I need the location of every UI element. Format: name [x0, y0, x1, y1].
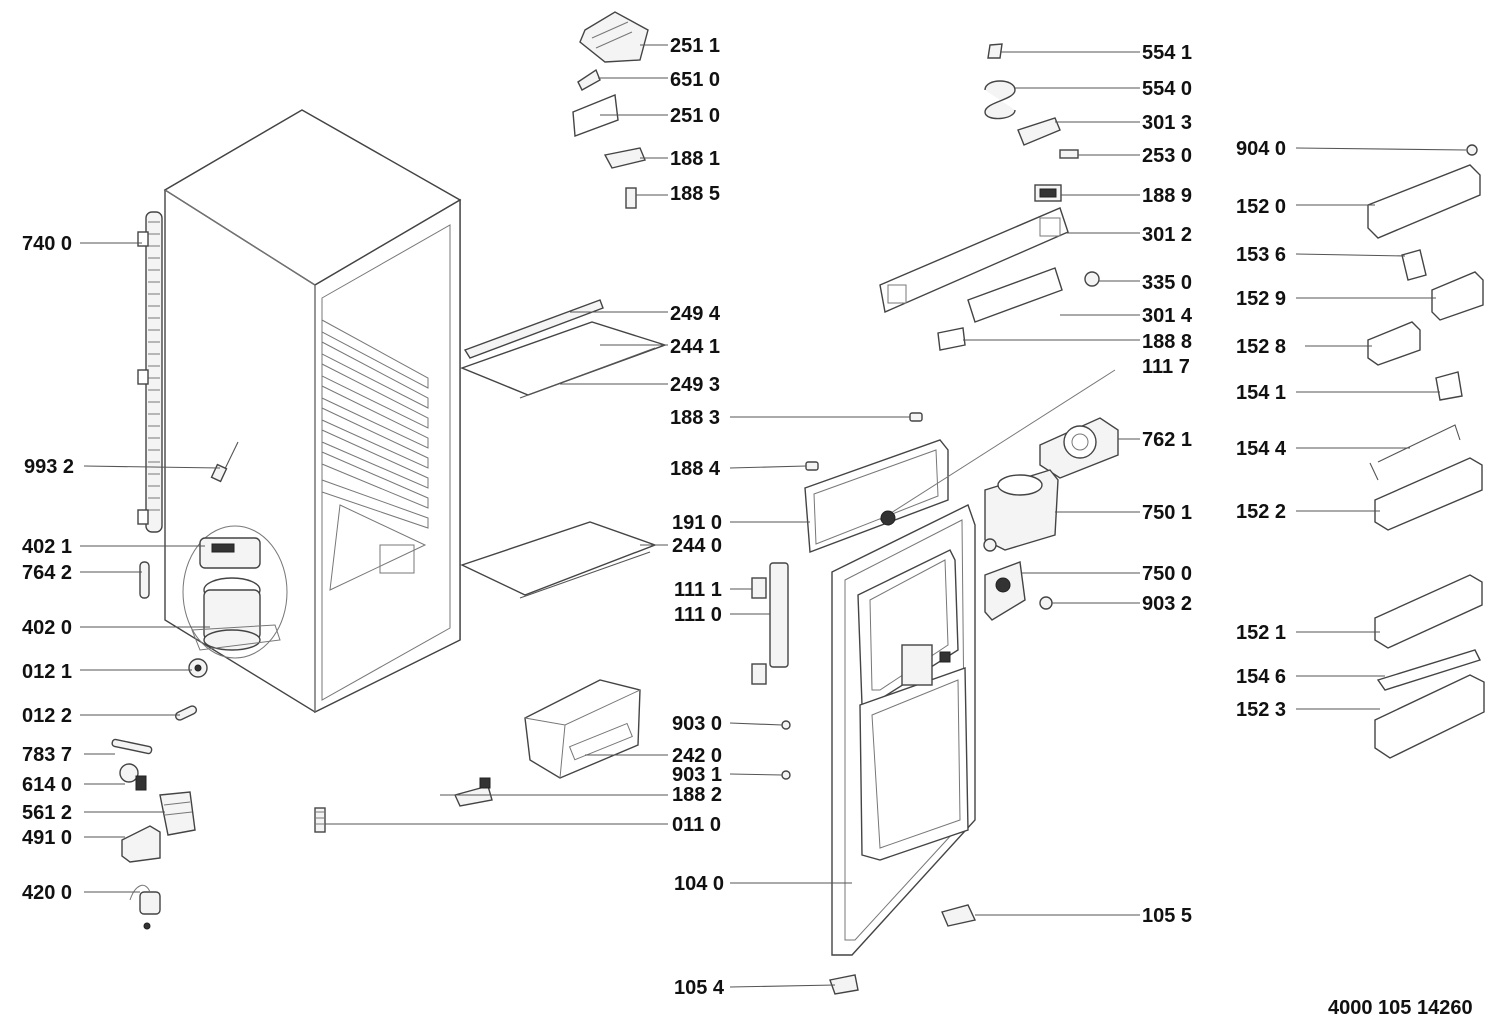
label-301-4: 301 4 — [1142, 305, 1193, 327]
thermostat-capillary — [210, 441, 239, 483]
label-301-2: 301 2 — [1142, 224, 1192, 246]
label-491-0: 491 0 — [22, 827, 72, 849]
label-764-2: 764 2 — [22, 562, 72, 584]
label-012-2: 012 2 — [22, 705, 72, 727]
label-188-1: 188 1 — [670, 148, 720, 170]
label-903-1: 903 1 — [672, 764, 722, 786]
label-561-2: 561 2 — [22, 802, 72, 824]
label-251-1: 251 1 — [670, 35, 720, 57]
label-111-7: 111 7 — [1142, 356, 1190, 378]
label-152-8: 152 8 — [1236, 336, 1286, 358]
label-993-2: 993 2 — [24, 456, 74, 478]
label-554-0: 554 0 — [1142, 78, 1192, 100]
label-783-7: 783 7 — [22, 744, 72, 766]
label-188-4: 188 4 — [670, 458, 721, 480]
label-335-0: 335 0 — [1142, 272, 1192, 294]
label-903-0: 903 0 — [672, 713, 722, 735]
label-153-6: 153 6 — [1236, 244, 1286, 266]
door-hinges — [829, 904, 977, 995]
label-750-1: 750 1 — [1142, 502, 1192, 524]
label-554-1: 554 1 — [1142, 42, 1192, 64]
label-188-8: 188 8 — [1142, 331, 1192, 353]
label-762-1: 762 1 — [1142, 429, 1192, 451]
label-903-2: 903 2 — [1142, 593, 1192, 615]
label-152-9: 152 9 — [1236, 288, 1286, 310]
label-105-5: 105 5 — [1142, 905, 1192, 927]
label-154-1: 154 1 — [1236, 382, 1286, 404]
label-012-1: 012 1 — [22, 661, 72, 683]
refrigerator-door — [831, 504, 976, 956]
label-188-3: 188 3 — [670, 407, 720, 429]
label-154-6: 154 6 — [1236, 666, 1286, 688]
label-152-0: 152 0 — [1236, 196, 1286, 218]
label-402-0: 402 0 — [22, 617, 72, 639]
part-labels: 251 1 651 0 251 0 188 1 188 5 554 1 554 … — [22, 35, 1287, 999]
label-188-9: 188 9 — [1142, 185, 1192, 207]
label-402-1: 402 1 — [22, 536, 72, 558]
label-249-3: 249 3 — [670, 374, 720, 396]
control-panel-parts — [572, 11, 1100, 351]
door-bins — [1367, 144, 1485, 759]
label-191-0: 191 0 — [672, 512, 722, 534]
label-105-4: 105 4 — [674, 977, 725, 999]
label-152-2: 152 2 — [1236, 501, 1286, 523]
glass-shelves — [460, 299, 668, 599]
label-154-4: 154 4 — [1236, 438, 1287, 460]
door-gasket — [804, 439, 949, 553]
label-651-0: 651 0 — [670, 69, 720, 91]
label-188-2: 188 2 — [672, 784, 722, 806]
compressor-assembly — [139, 525, 288, 659]
label-253-0: 253 0 — [1142, 145, 1192, 167]
label-251-0: 251 0 — [670, 105, 720, 127]
label-301-3: 301 3 — [1142, 112, 1192, 134]
label-011-0: 011 0 — [672, 814, 721, 836]
thermostat-knob-and-valve — [314, 777, 493, 833]
label-152-1: 152 1 — [1236, 622, 1286, 644]
label-904-0: 904 0 — [1236, 138, 1286, 160]
label-750-0: 750 0 — [1142, 563, 1192, 585]
label-152-3: 152 3 — [1236, 699, 1286, 721]
crisper-drawer — [524, 679, 641, 779]
condenser — [137, 211, 163, 533]
small-loose-parts — [111, 658, 208, 930]
water-dispenser-unit — [879, 369, 1119, 621]
leader-lines — [80, 44, 1467, 988]
door-handle — [751, 562, 789, 685]
label-188-5: 188 5 — [670, 183, 720, 205]
freezer-shelves — [321, 319, 429, 529]
label-111-0: 111 0 — [674, 604, 722, 626]
label-740-0: 740 0 — [22, 233, 72, 255]
label-244-1: 244 1 — [670, 336, 720, 358]
label-242-0: 242 0 — [672, 745, 722, 767]
label-244-0: 244 0 — [672, 535, 722, 557]
label-420-0: 420 0 — [22, 882, 72, 904]
label-104-0: 104 0 — [674, 873, 724, 895]
document-number: 4000 105 14260 — [1328, 997, 1473, 1019]
label-111-1: 111 1 — [674, 579, 722, 601]
label-249-4: 249 4 — [670, 303, 721, 325]
label-614-0: 614 0 — [22, 774, 72, 796]
